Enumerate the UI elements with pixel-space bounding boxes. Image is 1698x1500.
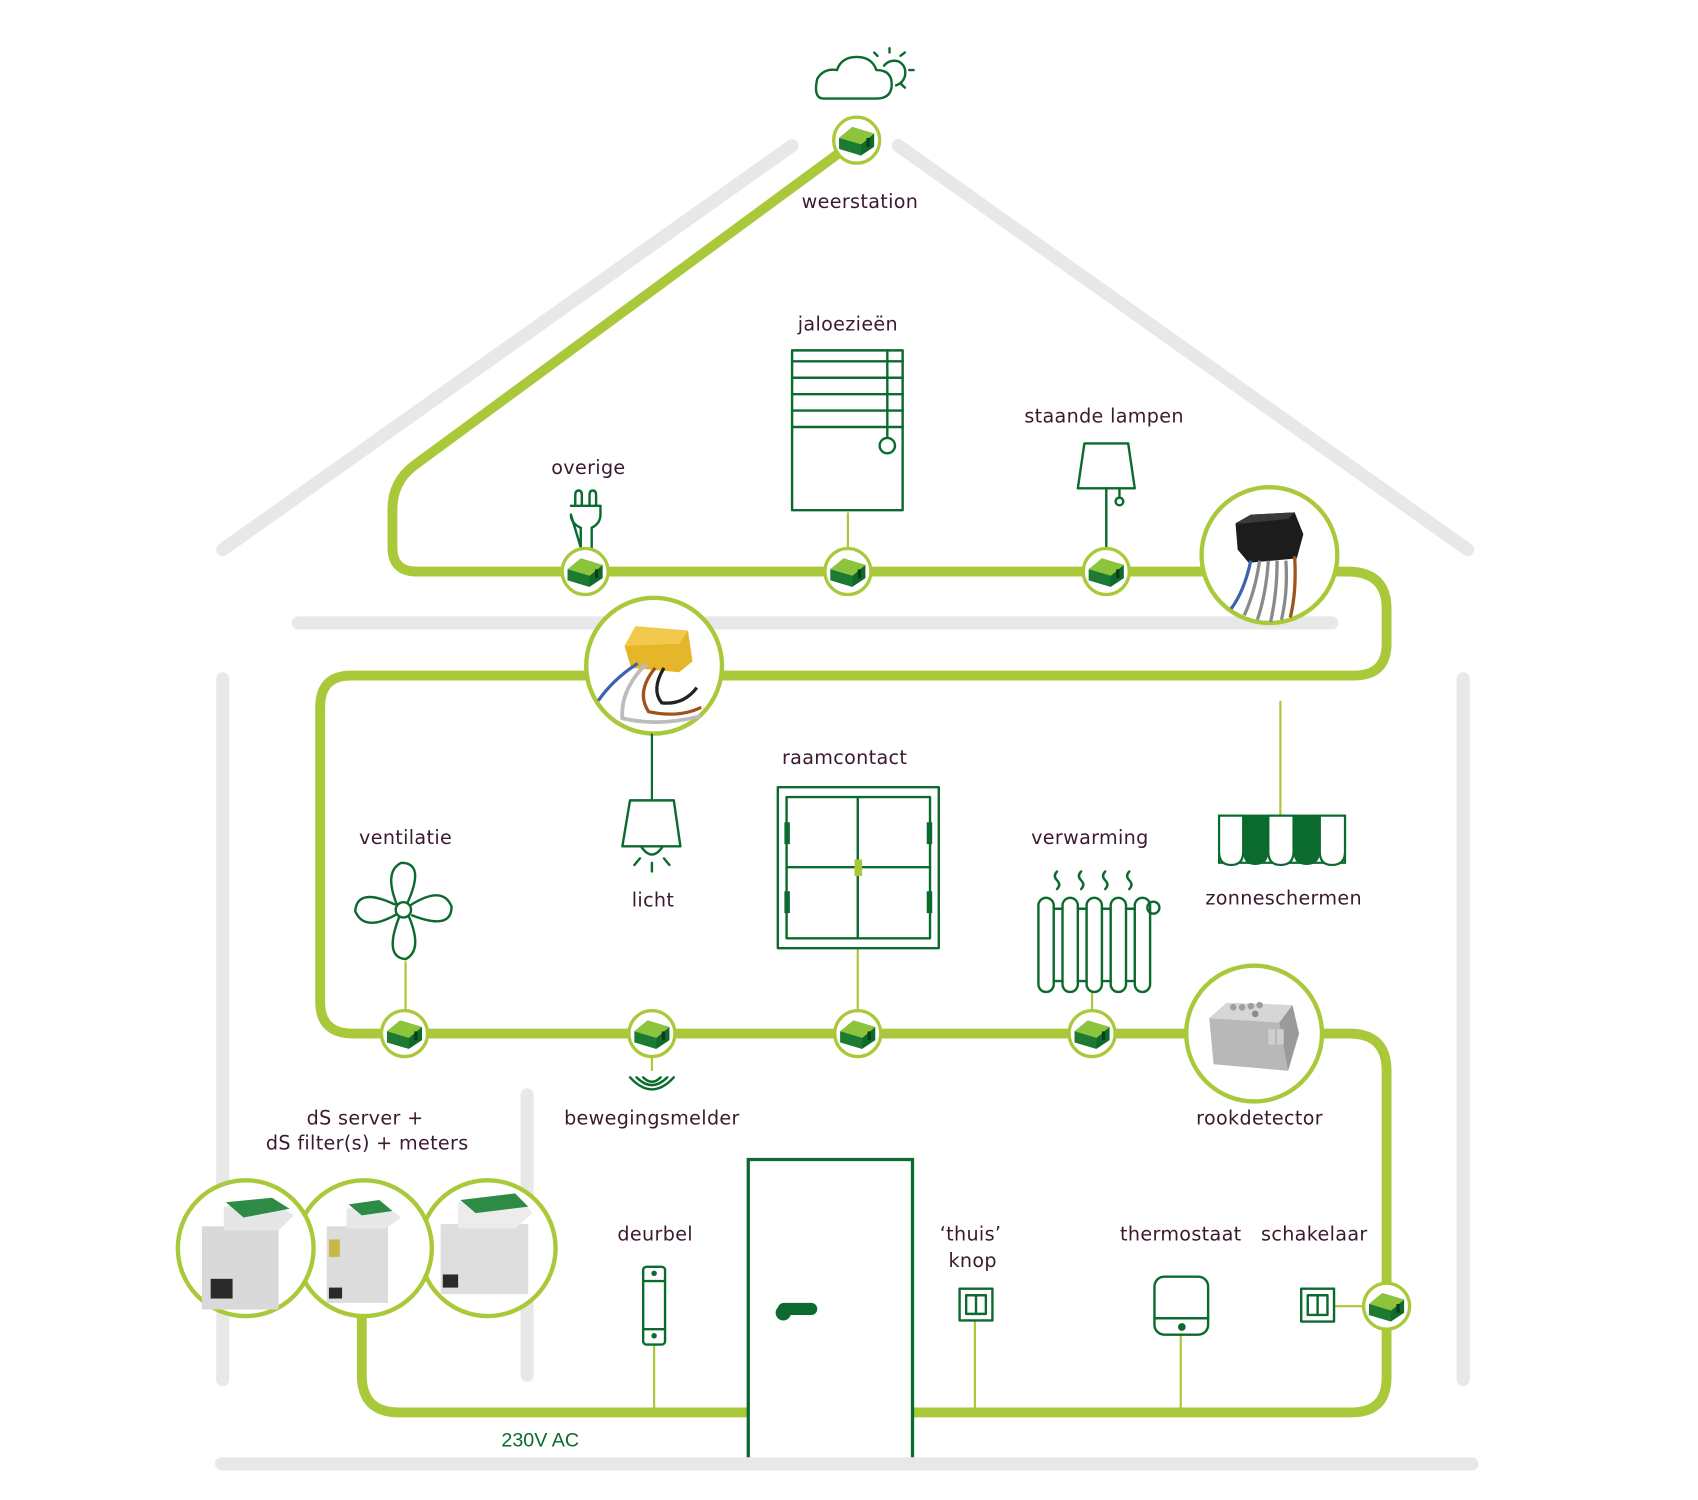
bewegingsmelder-device[interactable]: bewegingsmelder: [564, 1008, 740, 1130]
power-label: 230V AC: [501, 1429, 579, 1451]
label-ds-server-line1: dS server +: [307, 1106, 424, 1129]
plug-icon: [569, 489, 602, 549]
ds-filter-module-icon: [326, 1200, 402, 1303]
window-icon: [776, 786, 940, 950]
cloud-sun-icon: [814, 46, 915, 100]
licht-device[interactable]: licht: [584, 595, 725, 912]
connector-module[interactable]: [1199, 485, 1340, 626]
thermostaat-device[interactable]: thermostaat: [1120, 1223, 1242, 1336]
front-door[interactable]: [746, 1157, 915, 1458]
label-staande-lampen: staande lampen: [1024, 405, 1184, 428]
doorbell-icon: [641, 1265, 667, 1346]
schakelaar-device[interactable]: schakelaar: [1261, 1223, 1412, 1331]
label-rookdetector: rookdetector: [1196, 1106, 1323, 1129]
yellow-terminal-module-icon: [596, 626, 702, 725]
blinds-icon: [790, 349, 904, 512]
label-raamcontact: raamcontact: [782, 746, 907, 769]
door-handle-icon: [775, 1302, 818, 1321]
label-thuis-knop-line2: knop: [949, 1249, 997, 1272]
label-ventilatie: ventilatie: [359, 826, 452, 849]
zonneschermen-device[interactable]: zonneschermen: [1205, 814, 1362, 910]
raamcontact-device[interactable]: raamcontact: [776, 746, 940, 1059]
fan-icon: [353, 861, 453, 961]
ceiling-lamp-icon: [621, 799, 682, 873]
button-icon: [958, 1287, 994, 1322]
black-terminal-module-icon: [1229, 512, 1304, 623]
label-overige: overige: [551, 456, 625, 479]
overige-device[interactable]: overige: [551, 456, 625, 597]
motion-sensor-icon: [628, 1076, 676, 1091]
ds-server-module-icon: [201, 1197, 294, 1310]
rookdetector-device[interactable]: rookdetector: [1184, 963, 1325, 1130]
verwarming-device[interactable]: verwarming: [1031, 826, 1161, 1059]
label-bewegingsmelder: bewegingsmelder: [564, 1106, 740, 1129]
bus-top: [315, 135, 1392, 1418]
thermostat-icon: [1153, 1275, 1210, 1336]
thuis-knop-device[interactable]: ‘thuis’ knop: [940, 1223, 1002, 1322]
label-zonneschermen: zonneschermen: [1205, 886, 1362, 909]
radiator-icon: [1037, 870, 1161, 994]
label-verwarming: verwarming: [1031, 826, 1149, 849]
label-ds-server-line2: dS filter(s) + meters: [266, 1132, 469, 1155]
staande-lampen-device[interactable]: staande lampen: [1024, 405, 1184, 597]
weerstation-device[interactable]: weerstation: [802, 46, 919, 213]
label-thermostaat: thermostaat: [1120, 1223, 1242, 1246]
label-schakelaar: schakelaar: [1261, 1223, 1368, 1246]
ventilatie-device[interactable]: ventilatie: [353, 826, 453, 1059]
deurbel-device[interactable]: deurbel: [617, 1223, 693, 1346]
roof-right: [891, 139, 1475, 557]
label-thuis-knop-line1: ‘thuis’: [940, 1223, 1002, 1246]
floor-lamp-icon: [1076, 442, 1136, 549]
label-jaloezieen: jaloezieën: [797, 313, 898, 336]
label-deurbel: deurbel: [617, 1223, 693, 1246]
label-weerstation: weerstation: [802, 190, 919, 213]
roof-left: [216, 139, 799, 557]
ds-meter-module-icon: [440, 1193, 533, 1295]
jaloezieen-device[interactable]: jaloezieën: [790, 313, 904, 597]
awning-icon: [1217, 814, 1347, 867]
label-licht: licht: [632, 889, 675, 912]
ds-server-device[interactable]: dS server + dS filter(s) + meters: [175, 1106, 558, 1319]
switch-icon: [1299, 1287, 1336, 1323]
smoke-detector-module: [1209, 1001, 1299, 1071]
